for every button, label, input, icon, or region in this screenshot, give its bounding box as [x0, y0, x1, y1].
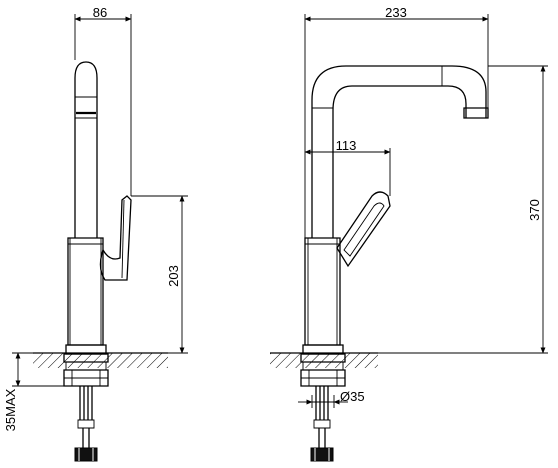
- handle-lever: [99, 195, 132, 281]
- countertop-left: [33, 353, 168, 368]
- handle-loop: [336, 191, 391, 268]
- dim-label-spout-reach: 233: [385, 5, 407, 20]
- faucet-body-front: [304, 237, 341, 346]
- hose-fitting-right: [310, 447, 334, 462]
- dim-label-total-height: 370: [527, 199, 542, 221]
- dim-label-handle-reach: 113: [336, 138, 357, 153]
- dim-label-spout-width: 86: [93, 5, 107, 20]
- dim-label-mount-max: 35MAX: [3, 388, 18, 431]
- countertop-right: [270, 353, 378, 368]
- dim-label-hole-diameter: Ø35: [340, 389, 365, 404]
- spout-tube: [74, 61, 98, 238]
- spout-nozzle: [463, 107, 489, 119]
- side-view: 86 203 35MAX: [3, 5, 188, 462]
- front-view: 233 113 370 Ø35: [270, 5, 548, 462]
- faucet-body: [67, 237, 104, 346]
- dim-label-handle-height: 203: [166, 265, 181, 287]
- hose-fitting-left: [74, 447, 98, 462]
- spout-gooseneck: [311, 65, 487, 238]
